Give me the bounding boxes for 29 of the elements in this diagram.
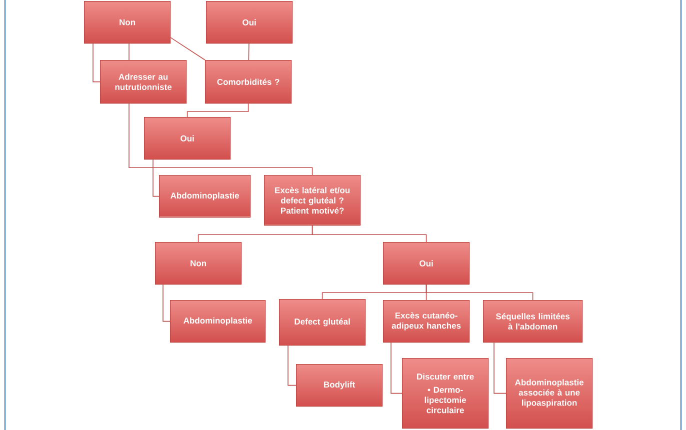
process-box: Comorbidités ? [205,60,292,104]
connector-line [426,284,534,300]
connector-line [312,225,427,242]
connector-line [288,345,296,386]
process-box: Séquelles limitées à l'abdomen [483,300,583,343]
connector-line [152,159,160,197]
process-box: Non [155,242,242,285]
connector-line [128,43,130,60]
process-box: Oui [383,242,470,285]
process-box: Adresser au nutrutionniste [100,60,187,104]
connector-line [494,342,506,394]
process-box: Non [84,1,171,44]
connector-line [162,284,170,322]
process-box: Defect glutéal [279,299,366,346]
process-box: Bodylift [296,364,383,407]
process-box: Oui [206,1,293,44]
process-box: Oui [144,117,231,160]
process-box: Abdominoplastie [159,175,251,218]
process-box: Abdominoplastie [170,300,266,343]
connector-line [248,43,250,60]
process-box: Abdominoplastie associée à une lipoaspiration [506,358,593,429]
connector-line [92,43,100,82]
connector-line [170,37,206,60]
process-box: Excès latéral et/ou defect glutéal ? Patient motivé? [264,175,361,226]
connector-line [186,103,249,118]
connector-line [128,103,313,176]
connector-line [390,342,402,394]
process-box: Excès cutanéo-adipeux hanches [383,300,470,343]
process-box: Discuter entre • Dermo-lipectomie circulaire [402,358,489,429]
